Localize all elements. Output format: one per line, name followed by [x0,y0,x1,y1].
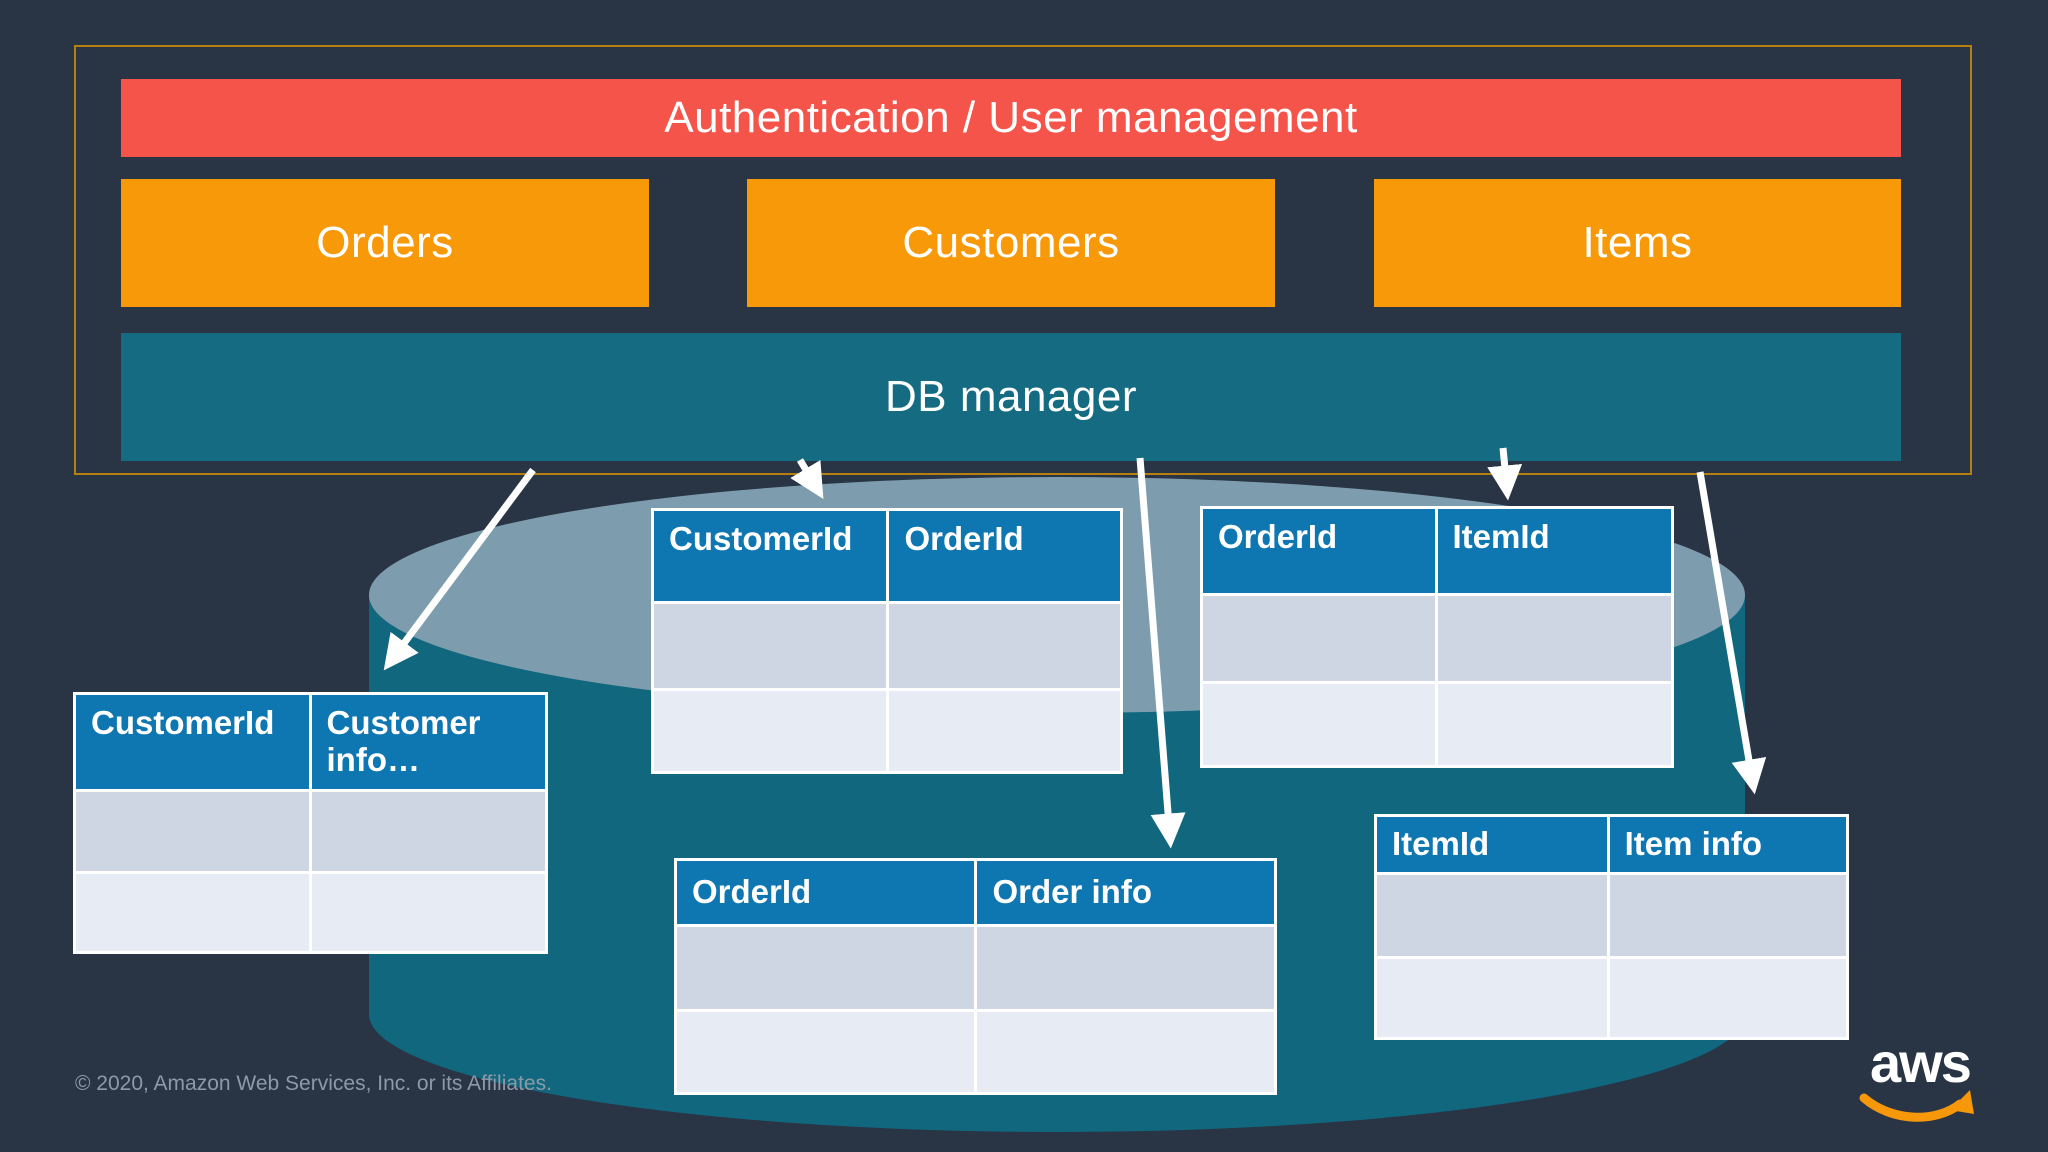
copyright-text: © 2020, Amazon Web Services, Inc. or its… [75,1072,552,1095]
aws-logo-text: aws [1870,1031,1972,1094]
empty-cell [1377,875,1607,956]
table-orders: OrderId Order info [674,858,1277,1095]
app-boundary-box [74,45,1972,475]
empty-cell [1203,596,1435,681]
empty-cell [1437,596,1671,681]
empty-cell [311,792,545,871]
table-customer-orders: CustomerId OrderId [651,508,1123,774]
empty-cell [889,604,1120,688]
arrow-to-customers-table [383,467,536,671]
column-header: CustomerId [76,695,309,789]
column-header: OrderId [1203,509,1435,593]
arrow-to-orders-table [1136,457,1186,849]
column-header: Customer info… [311,695,545,789]
column-header: OrderId [677,861,975,924]
empty-cell [654,691,887,771]
table-order-items: OrderId ItemId [1200,506,1674,768]
table-items: ItemId Item info [1374,814,1849,1040]
column-header: ItemId [1377,817,1607,872]
auth-banner: Authentication / User management [121,79,1901,157]
empty-cell [1437,684,1671,765]
empty-cell [1609,875,1846,956]
empty-cell [311,874,545,951]
column-header: Order info [977,861,1274,924]
empty-cell [1609,959,1846,1037]
db-manager-bar: DB manager [121,333,1901,461]
empty-cell [977,1012,1274,1092]
empty-cell [76,792,309,871]
column-header: ItemId [1437,509,1671,593]
empty-cell [677,927,975,1009]
empty-cell [654,604,887,688]
service-box-orders: Orders [121,179,649,307]
table-customers: CustomerId Customer info… [73,692,548,954]
column-header: CustomerId [654,511,887,601]
empty-cell [1203,684,1435,765]
aws-logo: aws [1856,1030,1986,1140]
empty-cell [977,927,1274,1009]
empty-cell [677,1012,975,1092]
aws-smile-icon [1859,1090,1974,1122]
column-header: Item info [1609,817,1846,872]
empty-cell [76,874,309,951]
empty-cell [1377,959,1607,1037]
service-box-customers: Customers [747,179,1275,307]
column-header: OrderId [889,511,1120,601]
service-box-items: Items [1374,179,1901,307]
empty-cell [889,691,1120,771]
arrow-to-items-table [1696,471,1767,795]
